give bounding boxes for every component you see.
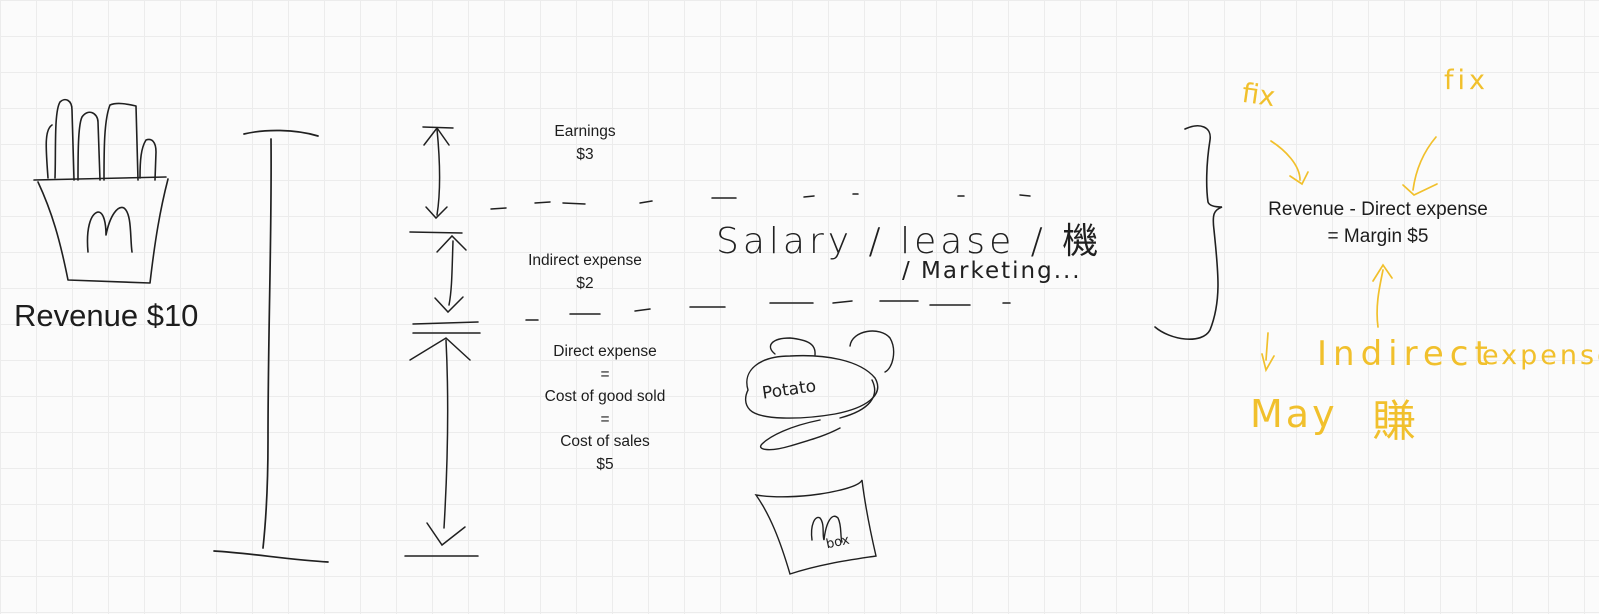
- fries-box-drawing: [754, 479, 877, 575]
- earnings-block: Earnings $3: [554, 121, 615, 166]
- expense-note: expense: [1482, 340, 1599, 371]
- margin-block: Revenue - Direct expense = Margin $5: [1268, 196, 1488, 250]
- direct-expense-block: Direct expense = Cost of good sold = Cos…: [545, 341, 666, 476]
- revenue-bar: [213, 129, 329, 563]
- salary-lease-note: Salary / lease / 機: [716, 221, 1103, 262]
- direct-expense-line: Cost of sales: [560, 433, 650, 450]
- fix-note-right: fix: [1444, 65, 1489, 96]
- fries-drawing: [33, 98, 169, 284]
- margin-formula: Revenue - Direct expense: [1268, 199, 1488, 220]
- fix-note-left: fix: [1240, 77, 1277, 114]
- earnings-value: $3: [576, 145, 594, 163]
- earn-chinese-note: 賺: [1372, 396, 1416, 447]
- indirect-expense-value: $2: [576, 274, 594, 292]
- revenue-label: Revenue $10: [14, 298, 199, 333]
- indirect-expense-label: Indirect expense: [528, 252, 642, 269]
- direct-expense-line: =: [600, 365, 610, 383]
- direct-expense-value: $5: [596, 455, 614, 473]
- direct-expense-line: =: [600, 410, 610, 428]
- direct-expense-line: Cost of good sold: [544, 388, 666, 405]
- marketing-note: / Marketing...: [902, 258, 1082, 284]
- earnings-label: Earnings: [554, 123, 616, 140]
- stacked-arrows: [404, 126, 481, 557]
- may-note: May: [1250, 392, 1338, 436]
- potato-drawing: [744, 330, 895, 451]
- indirect-expense-block: Indirect expense $2: [528, 250, 642, 295]
- indirect-note: Indirect: [1317, 334, 1494, 374]
- dashed-separators: [490, 193, 1031, 321]
- direct-expense-line: Direct expense: [553, 343, 657, 360]
- curly-brace: [1154, 125, 1223, 341]
- margin-value: = Margin $5: [1327, 226, 1429, 247]
- yellow-arrows: [1261, 136, 1438, 373]
